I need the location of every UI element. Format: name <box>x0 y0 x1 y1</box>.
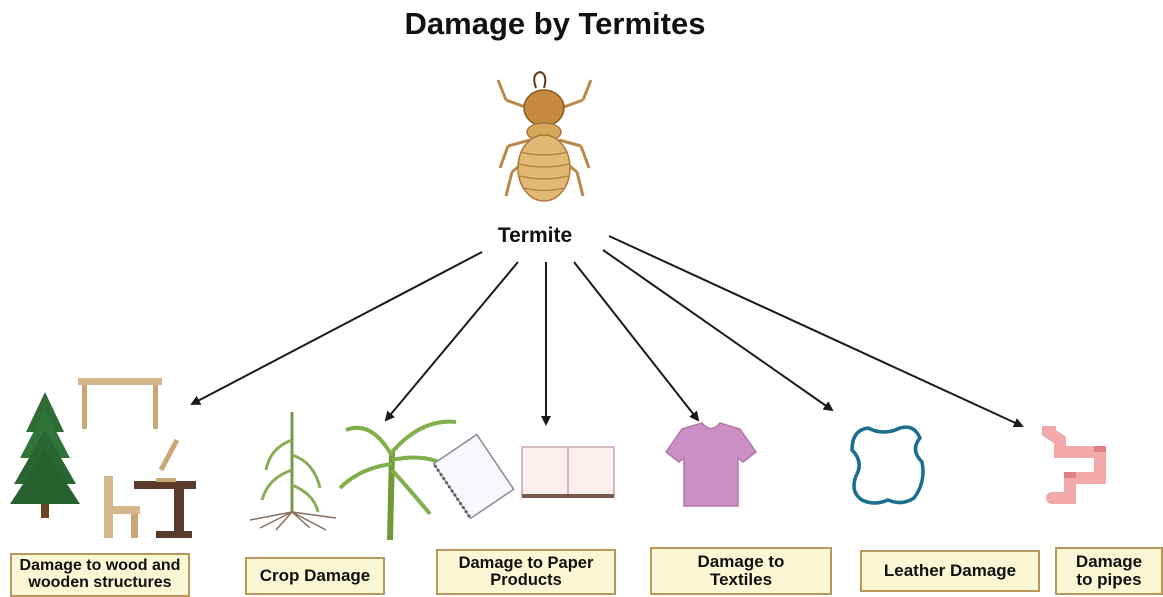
center-label: Termite <box>470 224 600 248</box>
arrow-to-wood <box>192 252 482 404</box>
diagram-title: Damage by Termites <box>0 6 1110 42</box>
termite-icon <box>498 72 591 201</box>
label-wood: Damage to wood and wooden structures <box>10 553 190 597</box>
tshirt-icon <box>666 423 756 506</box>
label-pipes: Damage to pipes <box>1055 547 1163 595</box>
label-leather: Leather Damage <box>860 550 1040 592</box>
arrow-to-crop <box>386 262 518 420</box>
arrow-to-leather <box>603 250 832 410</box>
label-textiles: Damage to Textiles <box>650 547 832 595</box>
pipes-icon <box>1042 426 1106 498</box>
paper-books-icon <box>434 435 614 519</box>
arrows <box>192 236 1022 426</box>
crop-plants-icon <box>250 412 456 540</box>
arrow-to-textiles <box>574 262 698 420</box>
wood-furniture-tree-icon <box>10 378 196 538</box>
label-crop: Crop Damage <box>245 557 385 595</box>
leather-hide-icon <box>852 427 923 503</box>
label-paper: Damage to Paper Products <box>436 549 616 595</box>
